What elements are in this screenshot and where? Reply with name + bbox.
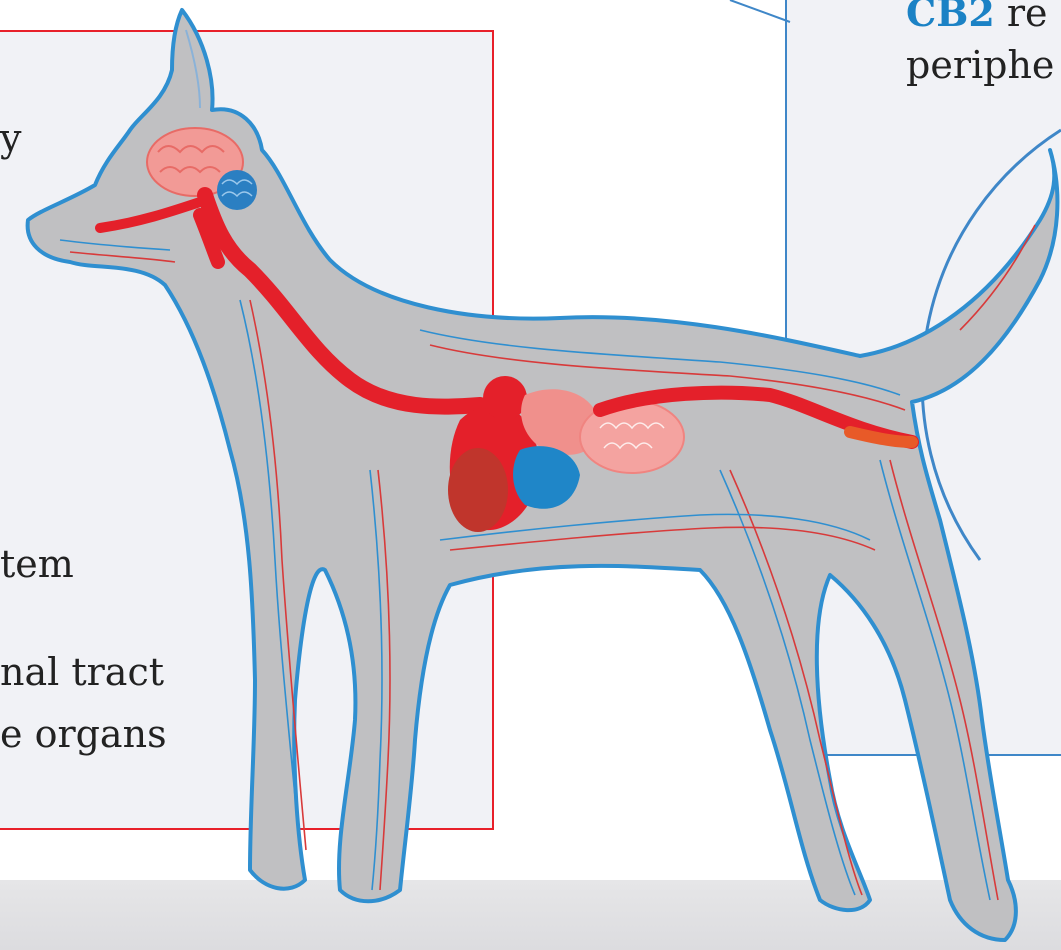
cerebellum <box>217 170 257 210</box>
aortic-arch <box>483 376 527 420</box>
callout-connector <box>730 0 790 22</box>
heart-lower-chamber <box>448 448 508 532</box>
